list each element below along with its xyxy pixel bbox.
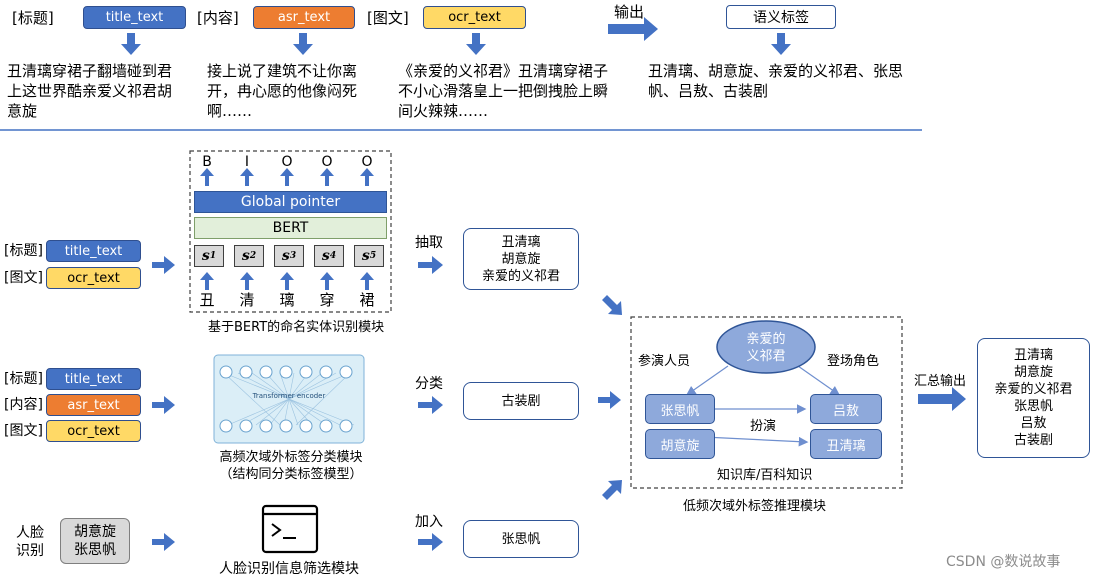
summary-item-1: 丑清璃 — [1013, 348, 1053, 363]
summary-item-6: 古装剧 — [1013, 433, 1053, 448]
watermark: CSDN @数说故事 — [946, 554, 1061, 570]
face-result: 张思帆 — [501, 531, 541, 547]
top-down-arrows — [121, 17, 791, 55]
ner-module-caption: 基于BERT的命名实体识别模块 — [208, 320, 385, 335]
kg-node-hu-yixuan: 胡意旋 — [645, 429, 715, 459]
kg-edge-mid-label: 扮演 — [750, 419, 777, 434]
ner-tag-4: O — [321, 154, 333, 170]
top-pill-title-text: title_text — [83, 6, 186, 29]
summary-item-4: 张思帆 — [1013, 399, 1053, 414]
kg-edge-left-label: 参演人员 — [638, 354, 691, 369]
bert-layer: BERT — [194, 217, 387, 239]
ner-result-3: 亲爱的义祁君 — [481, 268, 560, 284]
ocr-example-text: 《亲爱的义祁君》丑清璃穿裙子不小心滑落皇上一把倒拽脸上瞬间火辣辣…… — [398, 62, 609, 120]
kg-node-zhang-sifan: 张思帆 — [645, 394, 715, 424]
ner-tag-5: O — [361, 154, 373, 170]
input-char-1: 丑 — [199, 291, 215, 309]
ner-result-2: 胡意旋 — [501, 251, 541, 267]
title-example-text: 丑清璃穿裙子翻墙碰到君上这世界酷亲爱义祁君胡意旋 — [7, 62, 173, 120]
cls-input-label-image-text: [图文] — [4, 423, 43, 439]
ner-input-pill-title: title_text — [46, 240, 141, 262]
cls-input-pill-ocr: ocr_text — [46, 420, 141, 442]
input-char-3: 璃 — [279, 291, 295, 309]
cls-input-pill-title: title_text — [46, 368, 141, 390]
kg-footer-label: 知识库/百科知识 — [717, 468, 813, 483]
ner-module-frame — [189, 150, 392, 313]
transformer-encoder-graphic — [213, 354, 365, 444]
ner-input-label-image-text: [图文] — [4, 270, 43, 286]
cls-action-label: 分类 — [415, 376, 443, 392]
kg-module-frame — [630, 316, 903, 489]
cls-input-label-content: [内容] — [4, 397, 43, 413]
summary-result-box: 丑清璃 胡意旋 亲爱的义祁君 张思帆 吕敖 古装剧 — [977, 338, 1090, 458]
face-input-box: 胡意旋 张思帆 — [60, 518, 130, 564]
top-pill-ocr-text: ocr_text — [423, 6, 526, 29]
cls-input-label-title: [标题] — [4, 371, 43, 387]
kg-center-node: 亲爱的 义祁君 — [746, 332, 786, 364]
cls-result: 古装剧 — [501, 393, 541, 409]
summary-item-5: 吕敖 — [1020, 416, 1047, 431]
top-label-title: [标题] — [12, 9, 54, 27]
global-pointer-layer: Global pointer — [194, 191, 387, 213]
summary-item-2: 胡意旋 — [1013, 365, 1053, 380]
output-label: 输出 — [614, 3, 645, 21]
face-result-box: 张思帆 — [463, 520, 579, 558]
face-name-2: 张思帆 — [74, 542, 116, 558]
ner-tag-2: I — [244, 154, 250, 170]
summary-item-3: 亲爱的义祁君 — [994, 382, 1073, 397]
input-char-5: 裙 — [359, 291, 375, 309]
cls-input-pill-asr: asr_text — [46, 394, 141, 416]
input-char-2: 清 — [239, 291, 255, 309]
kg-node-chou-qingli: 丑清璃 — [810, 429, 882, 459]
face-module-caption: 人脸识别信息筛选模块 — [219, 561, 359, 577]
ner-action-label: 抽取 — [415, 235, 443, 251]
kg-module-caption: 低频次域外标签推理模块 — [683, 499, 827, 514]
terminal-graphic — [261, 504, 319, 554]
face-name-1: 胡意旋 — [74, 524, 116, 540]
face-input-label: 人脸 识别 — [16, 525, 44, 559]
cls-module-caption-line2: （结构同分类标签模型） — [219, 467, 363, 482]
ner-tag-1: B — [202, 154, 212, 170]
kg-node-lv-ao: 吕敖 — [810, 394, 882, 424]
ner-input-pill-ocr: ocr_text — [46, 267, 141, 289]
transformer-encoder-label: Transformer encoder — [252, 392, 326, 400]
face-action-label: 加入 — [415, 514, 443, 530]
top-label-content: [内容] — [197, 9, 239, 27]
ner-result-box: 丑清璃 胡意旋 亲爱的义祁君 — [463, 228, 579, 290]
asr-example-text: 接上说了建筑不让你离开，冉心愿的他像闷死啊…… — [207, 62, 358, 120]
top-label-image-text: [图文] — [367, 9, 409, 27]
cls-result-box: 古装剧 — [463, 382, 579, 420]
top-pill-asr-text: asr_text — [253, 6, 355, 29]
tags-example-text: 丑清璃、胡意旋、亲爱的义祁君、张思帆、吕敖、古装剧 — [648, 62, 904, 100]
ner-tag-3: O — [281, 154, 293, 170]
ner-input-label-title: [标题] — [4, 243, 43, 259]
kg-center-ellipse — [716, 320, 816, 374]
cls-module-caption-line1: 高频次域外标签分类模块 — [219, 450, 363, 465]
ner-result-1: 丑清璃 — [501, 234, 541, 250]
semantic-tag-box: 语义标签 — [726, 5, 836, 29]
kg-edge-right-label: 登场角色 — [827, 354, 880, 369]
summary-action-label: 汇总输出 — [914, 374, 967, 389]
input-char-4: 穿 — [319, 291, 335, 309]
